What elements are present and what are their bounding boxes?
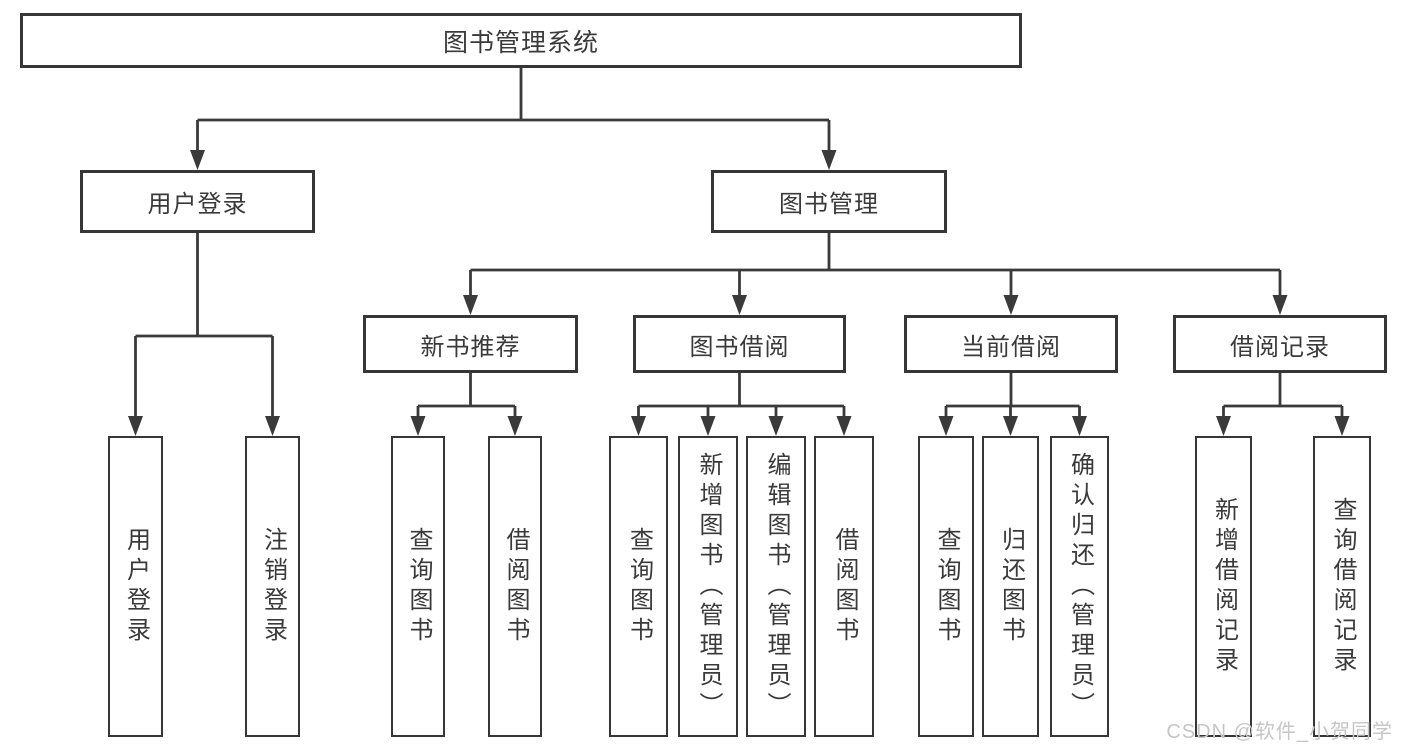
node-borrowing-records: 借阅记录: [1173, 315, 1387, 373]
node-label: 当前借阅: [961, 333, 1061, 361]
arrow-down-icon: [732, 295, 747, 315]
leaf-label: 归还图书: [997, 526, 1025, 647]
arrow-down-icon: [768, 416, 784, 436]
arrow-down-icon: [265, 416, 280, 436]
leaf-query-books-borrow: 查询图书: [609, 436, 668, 737]
leaf-label: 查询图书: [405, 526, 432, 647]
leaf-label: 新增图书（管理员）: [695, 451, 722, 722]
node-label: 用户登录: [147, 191, 248, 218]
arrow-down-icon: [463, 295, 478, 315]
leaf-add-borrow-record: 新增借阅记录: [1195, 436, 1252, 737]
node-label: 图书管理: [779, 191, 879, 218]
node-new-book-recommendation: 新书推荐: [363, 315, 578, 373]
csdn-watermark: CSDN @软件_小贺同学: [1166, 721, 1393, 743]
leaf-label: 确认归还（管理员）: [1066, 451, 1094, 722]
leaf-label: 借阅图书: [831, 526, 858, 647]
arrow-down-icon: [700, 416, 716, 436]
arrow-down-icon: [128, 416, 143, 436]
arrow-down-icon: [1216, 416, 1231, 436]
arrow-down-icon: [938, 416, 954, 436]
leaf-label: 查询图书: [625, 526, 653, 647]
leaf-label: 查询借阅记录: [1329, 496, 1356, 677]
connector-arrowheads: [128, 150, 1350, 436]
arrow-down-icon: [410, 416, 426, 436]
node-label: 图书借阅: [689, 333, 790, 361]
node-current-borrowing: 当前借阅: [904, 315, 1118, 373]
leaf-query-books-recommend: 查询图书: [391, 436, 445, 737]
leaf-return-books: 归还图书: [982, 436, 1039, 737]
arrow-down-icon: [631, 416, 646, 436]
leaf-label: 查询图书: [933, 526, 960, 647]
arrow-down-icon: [190, 150, 205, 170]
leaf-label: 用户登录: [122, 526, 150, 647]
leaf-add-book-admin: 新增图书（管理员）: [678, 436, 738, 737]
node-label: 借阅记录: [1230, 333, 1330, 361]
arrow-down-icon: [836, 416, 852, 436]
leaf-label: 注销登录: [259, 526, 287, 647]
leaf-confirm-return-admin: 确认归还（管理员）: [1050, 436, 1109, 737]
leaf-edit-book-admin: 编辑图书（管理员）: [746, 436, 806, 737]
leaf-label: 新增借阅记录: [1210, 496, 1238, 677]
arrow-down-icon: [1334, 416, 1350, 436]
leaf-borrow-books-recommend: 借阅图书: [488, 436, 542, 737]
leaf-logout: 注销登录: [245, 436, 300, 737]
arrow-down-icon: [1072, 416, 1087, 436]
leaf-label: 编辑图书（管理员）: [763, 451, 790, 722]
leaf-label: 借阅图书: [502, 526, 529, 647]
arrow-down-icon: [1003, 416, 1018, 436]
arrow-down-icon: [1272, 295, 1288, 315]
leaf-query-books-current: 查询图书: [918, 436, 974, 737]
node-label: 图书管理系统: [442, 28, 599, 57]
arrow-down-icon: [821, 150, 837, 170]
leaf-borrow-books: 借阅图书: [814, 436, 874, 737]
node-root-library-management-system: 图书管理系统: [20, 13, 1022, 68]
arrow-down-icon: [1003, 295, 1019, 315]
node-user-login: 用户登录: [80, 170, 315, 233]
node-book-borrowing: 图书借阅: [633, 315, 846, 373]
node-book-management: 图书管理: [711, 170, 947, 233]
node-label: 新书推荐: [420, 333, 521, 361]
leaf-query-borrow-record: 查询借阅记录: [1313, 436, 1371, 737]
arrow-down-icon: [507, 416, 523, 436]
leaf-user-login: 用户登录: [108, 436, 163, 737]
